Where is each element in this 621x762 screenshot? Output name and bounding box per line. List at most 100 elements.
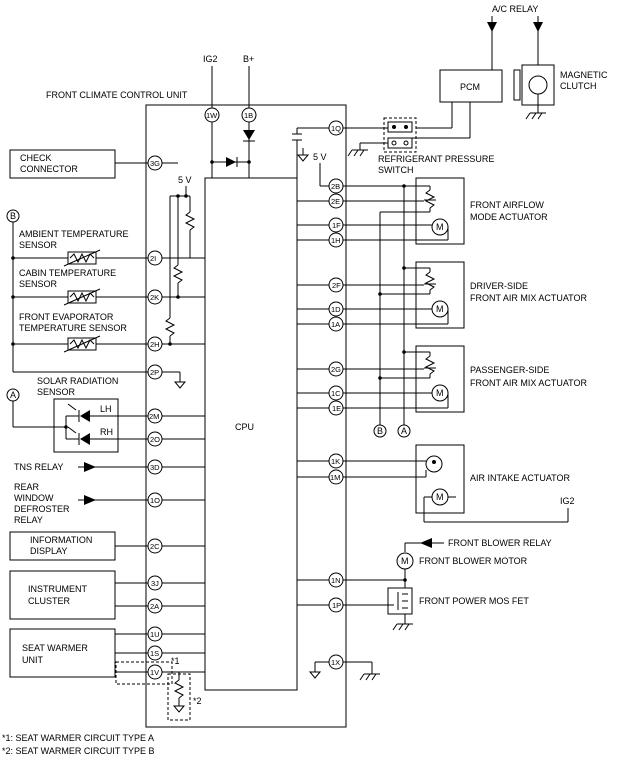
svg-text:1X: 1X: [331, 658, 340, 667]
refrigerant-pressure-switch: REFRIGERANT PRESSURE SWITCH: [343, 117, 494, 175]
pin-1x: 1X: [328, 654, 344, 670]
v5-left-label: 5 V: [178, 175, 192, 185]
svg-text:2O: 2O: [150, 435, 160, 444]
svg-text:B: B: [10, 211, 16, 221]
svg-text:A/C RELAY: A/C RELAY: [492, 4, 538, 14]
svg-text:2H: 2H: [150, 340, 160, 349]
svg-text:AIR INTAKE ACTUATOR: AIR INTAKE ACTUATOR: [470, 473, 571, 483]
svg-text:PASSENGER-SIDE: PASSENGER-SIDE: [470, 365, 549, 375]
svg-text:FRONT AIR MIX ACTUATOR: FRONT AIR MIX ACTUATOR: [470, 293, 588, 303]
pin-2h: 2H: [147, 336, 163, 352]
ambient-temperature-sensor: AMBIENT TEMPERATURE SENSOR: [19, 229, 148, 267]
svg-text:A: A: [10, 390, 16, 400]
pin-1f: 1F: [328, 217, 344, 233]
svg-text:1A: 1A: [331, 320, 340, 329]
svg-text:1F: 1F: [332, 221, 341, 230]
pin-1u: 1U: [147, 626, 163, 642]
pin-1d: 1D: [328, 301, 344, 317]
pin-1n: 1N: [328, 572, 344, 588]
svg-text:1C: 1C: [331, 389, 341, 398]
svg-text:MODE ACTUATOR: MODE ACTUATOR: [470, 212, 548, 222]
svg-text:CONNECTOR: CONNECTOR: [20, 164, 78, 174]
motor-symbol: M: [401, 556, 409, 566]
pin-2i: 2I: [147, 250, 163, 266]
seat-warmer-unit: SEAT WARMER UNIT: [9, 628, 148, 678]
tns-relay: TNS RELAY: [14, 462, 148, 472]
connector-a-right: A: [401, 426, 407, 436]
power-supply: IG2 B+: [203, 54, 255, 178]
bplus-label: B+: [243, 54, 254, 64]
motor-symbol: M: [436, 222, 444, 232]
svg-text:1B: 1B: [244, 111, 253, 120]
note-mark-2: *2: [193, 696, 202, 706]
pin-1b: 1B: [241, 107, 257, 123]
front-blower-relay: FRONT BLOWER RELAY: [404, 538, 552, 552]
svg-text:3J: 3J: [151, 579, 159, 588]
solar-radiation-sensor: SOLAR RADIATION SENSOR LH RH: [37, 376, 148, 453]
pin-1e: 1E: [328, 400, 344, 416]
pin-1v: 1V: [147, 664, 163, 680]
pin-2a: 2A: [147, 598, 163, 614]
rear-window-defroster-relay: REAR WINDOW DEFROSTER RELAY: [14, 482, 148, 525]
svg-text:IG2: IG2: [560, 496, 575, 506]
svg-text:2K: 2K: [150, 293, 159, 302]
front-blower-motor: M FRONT BLOWER MOTOR: [343, 552, 528, 588]
svg-text:WINDOW: WINDOW: [14, 493, 54, 503]
svg-text:1H: 1H: [331, 236, 341, 245]
svg-text:SENSOR: SENSOR: [19, 279, 58, 289]
svg-text:1K: 1K: [331, 457, 340, 466]
svg-text:2C: 2C: [150, 542, 160, 551]
svg-text:INSTRUMENT: INSTRUMENT: [28, 584, 87, 594]
air-intake-actuator: AIR INTAKE ACTUATOR M IG2: [343, 444, 575, 523]
unit-title: FRONT CLIMATE CONTROL UNIT: [46, 90, 188, 100]
instrument-cluster: INSTRUMENT CLUSTER: [9, 570, 148, 620]
svg-text:2F: 2F: [332, 281, 341, 290]
svg-text:1V: 1V: [150, 668, 159, 677]
svg-text:2P: 2P: [150, 368, 159, 377]
svg-text:3D: 3D: [150, 463, 160, 472]
svg-text:UNIT: UNIT: [22, 655, 43, 665]
svg-text:2A: 2A: [150, 602, 159, 611]
svg-text:FRONT AIR MIX ACTUATOR: FRONT AIR MIX ACTUATOR: [470, 378, 588, 388]
connector-b-right: B: [377, 426, 383, 436]
svg-text:3G: 3G: [150, 159, 160, 168]
front-evaporator-temperature-sensor: FRONT EVAPORATOR TEMPERATURE SENSOR: [19, 312, 148, 353]
internal-5v-network: 5 V: [164, 175, 205, 346]
svg-text:1N: 1N: [331, 576, 341, 585]
motor-symbol: M: [436, 492, 444, 502]
svg-text:RH: RH: [100, 427, 113, 437]
svg-text:LH: LH: [100, 404, 112, 414]
svg-text:REFRIGERANT PRESSURE: REFRIGERANT PRESSURE: [378, 154, 494, 164]
svg-text:2E: 2E: [331, 197, 340, 206]
svg-text:1M: 1M: [330, 473, 340, 482]
svg-text:FRONT EVAPORATOR: FRONT EVAPORATOR: [19, 312, 114, 322]
passenger-side-front-air-mix-actuator: PASSENGER-SIDE FRONT AIR MIX ACTUATOR M: [343, 345, 588, 413]
pin-2m: 2M: [147, 408, 163, 424]
svg-text:2B: 2B: [331, 182, 340, 191]
svg-text:INFORMATION: INFORMATION: [30, 535, 92, 545]
pin-1m: 1M: [328, 469, 344, 485]
diode-bplus-icon: [243, 130, 255, 140]
photodiode-rh-icon: [80, 433, 90, 445]
pin-2f: 2F: [328, 277, 344, 293]
cpu-block: [204, 177, 298, 691]
svg-text:REAR: REAR: [14, 482, 40, 492]
pin-2e: 2E: [328, 193, 344, 209]
pin-3j: 3J: [147, 575, 163, 591]
pin-3g: 3G: [147, 155, 163, 171]
motor-symbol: M: [436, 388, 444, 398]
note-mark-1: *1: [171, 656, 180, 666]
svg-text:SEAT WARMER: SEAT WARMER: [22, 643, 88, 653]
front-airflow-mode-actuator: FRONT AIRFLOW MODE ACTUATOR M: [343, 177, 548, 245]
pcm: PCM: [408, 69, 503, 139]
pin-2k: 2K: [147, 289, 163, 305]
svg-text:PCM: PCM: [460, 82, 480, 92]
driver-side-front-air-mix-actuator: DRIVER-SIDE FRONT AIR MIX ACTUATOR M: [343, 261, 588, 329]
v5-right-label: 5 V: [313, 152, 327, 162]
pin-1h: 1H: [328, 232, 344, 248]
footnote-1: *1: SEAT WARMER CIRCUIT TYPE A: [2, 733, 154, 743]
pin-1o: 1O: [147, 492, 163, 508]
front-power-mos-fet: FRONT POWER MOS FET: [343, 587, 529, 631]
svg-text:CHECK: CHECK: [20, 153, 52, 163]
